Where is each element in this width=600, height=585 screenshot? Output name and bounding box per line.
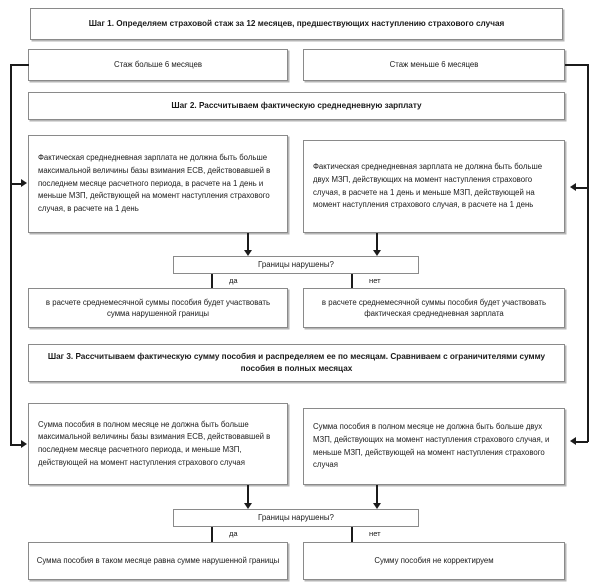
connector-step2-left-to-decision (247, 233, 249, 251)
arrowhead-step2-left-to-decision (243, 250, 252, 256)
arrowhead-right-bus-to-step2 (570, 183, 576, 191)
step3-decision-box: Границы нарушены? (173, 509, 419, 527)
connector-left-bus-vertical (10, 64, 12, 432)
connector-step3-right-to-decision (376, 485, 378, 504)
step3-rule-right-box: Сумма пособия в полном месяце не должна … (303, 408, 565, 485)
arrowhead-right-bus-to-step3 (570, 437, 576, 445)
step3-rule-left-box: Сумма пособия в полном месяце не должна … (28, 403, 288, 485)
decision2-yes-label: да (229, 276, 238, 285)
step2-header-text: Шаг 2. Рассчитываем фактическую среднедн… (171, 101, 422, 111)
arrowhead-left-bus-to-step3 (21, 440, 27, 448)
step3-result-yes-text: Сумма пособия в таком месяце равна сумме… (36, 556, 280, 566)
connector-left-bus-to-step3 (10, 444, 22, 446)
step3-rule-left-text: Сумма пособия в полном месяце не должна … (38, 419, 271, 467)
decision3-yes-label: да (229, 529, 238, 538)
connector-decision3-no (351, 527, 353, 548)
step1-header-box: Шаг 1. Определяем страховой стаж за 12 м… (30, 8, 563, 40)
connector-left-bus-vertical-lower (10, 430, 12, 446)
connector-right-branch-exit (565, 64, 589, 66)
step3-rule-right-text: Сумма пособия в полном месяце не должна … (313, 422, 550, 470)
step3-result-no-text: Сумму пособия не корректируем (374, 556, 494, 566)
step2-decision-box: Границы нарушены? (173, 256, 419, 274)
step2-result-yes-text: в расчете среднемесячной суммы пособия б… (45, 297, 271, 318)
step2-result-yes-box: в расчете среднемесячной суммы пособия б… (28, 288, 288, 328)
step2-decision-text: Границы нарушены? (258, 260, 334, 270)
step2-rule-right-box: Фактическая среднедневная зарплата не до… (303, 140, 565, 233)
branch-left-text: Стаж больше 6 месяцев (113, 60, 202, 70)
arrowhead-left-bus-to-step2 (21, 179, 27, 187)
branch-right-box: Стаж меньше 6 месяцев (303, 49, 565, 81)
connector-left-branch-exit (10, 64, 29, 66)
connector-right-bus-vertical (587, 64, 589, 442)
branch-left-box: Стаж больше 6 месяцев (28, 49, 288, 81)
step2-header-box: Шаг 2. Рассчитываем фактическую среднедн… (28, 92, 565, 120)
arrowhead-step2-right-to-decision (372, 250, 381, 256)
step3-result-yes-box: Сумма пособия в таком месяце равна сумме… (28, 542, 288, 580)
connector-decision2-yes (211, 274, 213, 296)
connector-step2-right-to-decision (376, 233, 378, 251)
step3-header-box: Шаг 3. Рассчитываем фактическую сумму по… (28, 344, 565, 382)
connector-decision2-no (351, 274, 353, 296)
connector-right-bus-to-step2 (576, 187, 588, 189)
step2-rule-left-text: Фактическая среднедневная зарплата не до… (38, 153, 271, 213)
step2-rule-right-text: Фактическая среднедневная зарплата не до… (313, 162, 543, 210)
decision2-no-label: нет (369, 276, 381, 285)
step3-header-text: Шаг 3. Рассчитываем фактическую сумму по… (47, 352, 546, 373)
step3-result-no-box: Сумму пособия не корректируем (303, 542, 565, 580)
step1-header-text: Шаг 1. Определяем страховой стаж за 12 м… (88, 19, 505, 29)
step2-result-no-box: в расчете среднемесячной суммы пособия б… (303, 288, 565, 328)
connector-left-bus-to-step2 (10, 183, 22, 185)
connector-step3-left-to-decision (247, 485, 249, 504)
branch-right-text: Стаж меньше 6 месяцев (389, 60, 479, 70)
connector-decision3-yes (211, 527, 213, 548)
arrowhead-step3-right-to-decision (372, 503, 381, 509)
connector-right-bus-to-step3 (576, 441, 588, 443)
decision3-no-label: нет (369, 529, 381, 538)
step2-rule-left-box: Фактическая среднедневная зарплата не до… (28, 135, 288, 233)
arrowhead-step3-left-to-decision (243, 503, 252, 509)
step2-result-no-text: в расчете среднемесячной суммы пособия б… (321, 297, 547, 318)
step3-decision-text: Границы нарушены? (258, 513, 334, 523)
